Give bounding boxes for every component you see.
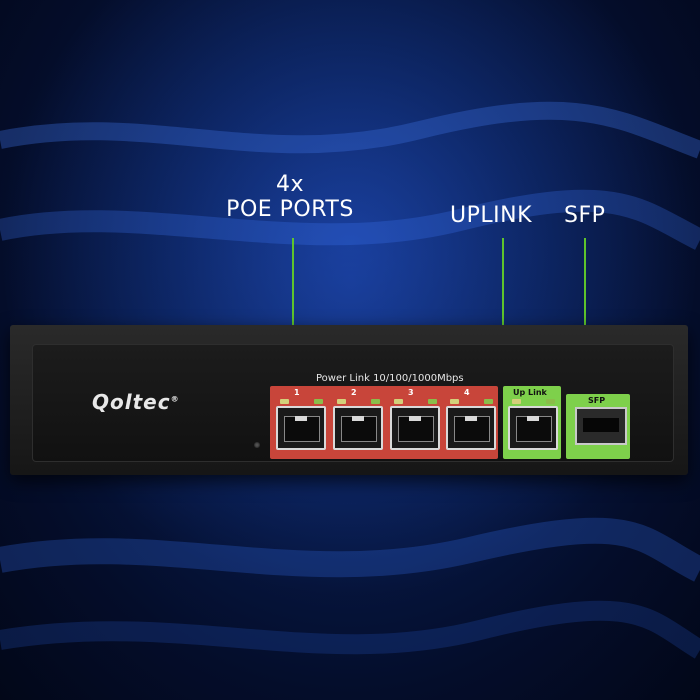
uplink-callout: UPLINK xyxy=(450,203,532,228)
sfp-pointer-line xyxy=(584,238,586,356)
registered-mark: ® xyxy=(170,394,180,404)
poe-port-2[interactable] xyxy=(333,399,383,450)
port-number-2: 2 xyxy=(351,388,357,397)
port-number-4: 4 xyxy=(464,388,470,397)
power-led xyxy=(254,442,260,448)
poe-port-3[interactable] xyxy=(390,399,440,450)
uplink-port[interactable] xyxy=(508,399,558,450)
brand-name: Qoltec xyxy=(92,390,171,414)
rj45-jack-icon xyxy=(516,416,552,442)
poe-ports-callout: 4x POE PORTS xyxy=(210,172,370,222)
sfp-label: SFP xyxy=(588,396,606,405)
sfp-callout: SFP xyxy=(564,203,606,228)
rj45-jack-icon xyxy=(284,416,320,442)
rj45-jack-icon xyxy=(398,416,434,442)
uplink-label: Up Link xyxy=(513,388,547,397)
rj45-jack-icon xyxy=(454,416,490,442)
brand-logo: Qoltec® xyxy=(92,390,180,414)
sfp-opening-icon xyxy=(583,418,619,432)
sfp-slot[interactable] xyxy=(575,407,627,445)
uplink-pointer-line xyxy=(502,238,504,356)
poe-header-label: Power Link 10/100/1000Mbps xyxy=(316,373,464,384)
poe-ports-label: POE PORTS xyxy=(226,197,354,222)
port-number-1: 1 xyxy=(294,388,300,397)
poe-port-1[interactable] xyxy=(276,399,326,450)
poe-pointer-line xyxy=(292,238,294,356)
poe-count-label: 4x xyxy=(275,172,305,197)
poe-port-4[interactable] xyxy=(446,399,496,450)
rj45-jack-icon xyxy=(341,416,377,442)
port-number-3: 3 xyxy=(408,388,414,397)
